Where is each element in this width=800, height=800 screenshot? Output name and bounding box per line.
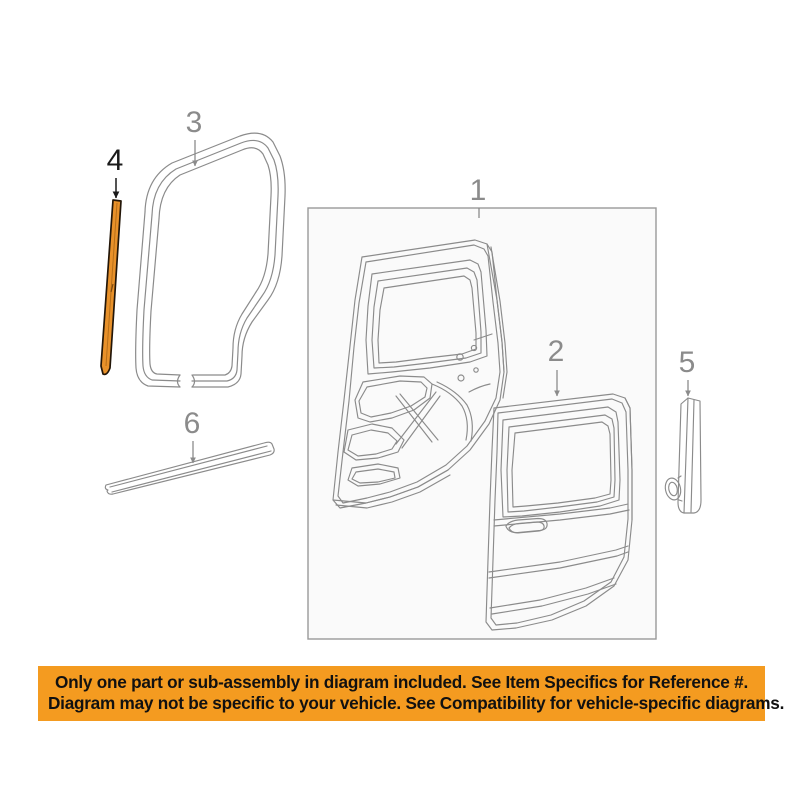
- disclaimer-line-1: Only one part or sub-assembly in diagram…: [55, 672, 748, 692]
- callout-2-label: 2: [548, 335, 565, 368]
- callout-2: 2: [548, 335, 565, 397]
- part-4-channel-line: [105, 202, 118, 367]
- part-1-door-inner-shell: [332, 239, 508, 509]
- callout-6: 6: [184, 407, 201, 464]
- disclaimer-line-2: Diagram may not be specific to your vehi…: [48, 693, 785, 713]
- callout-4-label: 4: [107, 144, 124, 177]
- callout-1-label: 1: [470, 174, 487, 207]
- part-4-joint-mark: [110, 283, 114, 293]
- callout-3-label: 3: [186, 106, 203, 139]
- callout-5-label: 5: [679, 346, 696, 379]
- part-2-door-outer-skin: [485, 393, 633, 631]
- callout-5: 5: [679, 346, 696, 397]
- disclaimer-banner: Only one part or sub-assembly in diagram…: [38, 666, 785, 721]
- callout-6-label: 6: [184, 407, 201, 440]
- callout-3: 3: [186, 106, 203, 167]
- part-5-pillar-trim-molding: [664, 397, 702, 514]
- part-4-run-channel-strip: [100, 199, 122, 376]
- callout-4: 4: [107, 144, 124, 199]
- part-6-belt-weatherstrip-molding: [104, 441, 275, 495]
- part-3-door-weatherstrip-seal: [135, 132, 286, 388]
- callout-1: 1: [470, 174, 487, 218]
